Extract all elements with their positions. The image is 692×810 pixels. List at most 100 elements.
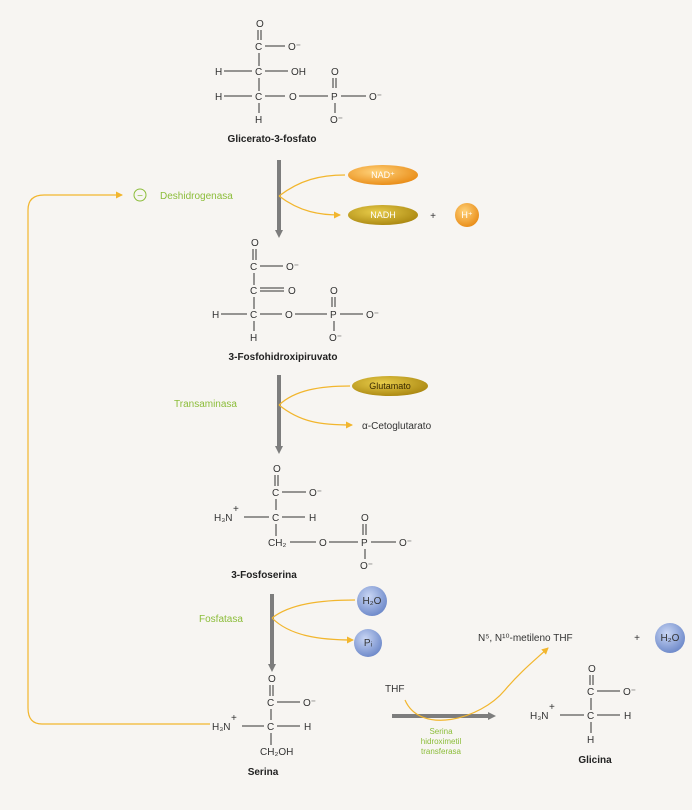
- cetoglutarato-label: α-Cetoglutarato: [362, 421, 432, 432]
- atom-o: O: [268, 674, 276, 685]
- molecule-glicerato-3-fosfato: O C O⁻ H C OH H C O O P O⁻ O⁻ H Glicerat…: [215, 19, 382, 145]
- nadh-label: NADH: [370, 210, 396, 220]
- atom-o: O: [273, 464, 281, 475]
- atom-h: H: [304, 722, 311, 733]
- atom-p: P: [331, 92, 338, 103]
- atom-c: C: [250, 310, 257, 321]
- molecule-name-fosfoserina: 3-Fosfoserina: [231, 570, 297, 581]
- atom-c: C: [250, 262, 257, 273]
- h-ion-badge: [455, 203, 479, 227]
- glutamato-badge: [352, 376, 428, 396]
- enzyme-serina-line3: transferasa: [421, 747, 462, 756]
- atom-o: O: [361, 513, 369, 524]
- atom-o-minus: O⁻: [329, 333, 342, 344]
- atom-ch2oh: CH₂OH: [260, 747, 293, 758]
- pi-out-curve: [271, 617, 354, 644]
- h-ion-label: H⁺: [461, 210, 472, 220]
- atom-h: H: [624, 711, 631, 722]
- nad-in-curve: [278, 174, 346, 197]
- inhibition-sign: −: [137, 191, 143, 202]
- inhibition-icon: [133, 188, 147, 202]
- atom-c: C: [587, 687, 594, 698]
- step-deshidrogenasa: − Deshidrogenasa NAD⁺ NADH + H⁺: [133, 165, 479, 227]
- nad-label: NAD⁺: [371, 170, 395, 180]
- molecule-name-glicina: Glicina: [578, 755, 612, 766]
- plus-sign: +: [430, 211, 436, 222]
- water-label: H₂O: [363, 596, 382, 607]
- atom-h: H: [255, 115, 262, 126]
- nadh-badge: [348, 205, 418, 225]
- atom-plus: +: [233, 504, 239, 515]
- molecule-glicina: O C O⁻ H₃N + C H H Glicina: [530, 664, 636, 766]
- atom-p: P: [330, 310, 337, 321]
- enzyme-serina-line1: Serina: [429, 727, 453, 736]
- atom-c: C: [250, 286, 257, 297]
- atom-o: O: [330, 286, 338, 297]
- atom-c: C: [272, 513, 279, 524]
- molecule-name-serina: Serina: [248, 767, 279, 778]
- atom-ch2: CH₂: [268, 538, 286, 549]
- atom-h: H: [309, 513, 316, 524]
- metileno-thf-label: N⁵, N¹⁰-metileno THF: [478, 633, 573, 644]
- atom-c: C: [267, 722, 274, 733]
- enzyme-transaminasa: Transaminasa: [174, 399, 237, 410]
- atom-o-minus: O⁻: [303, 698, 316, 709]
- atom-c: C: [255, 92, 262, 103]
- atom-o: O: [588, 664, 596, 675]
- atom-h3n: H₃N: [214, 513, 233, 524]
- pi-badge: [354, 629, 382, 657]
- atom-o: O: [288, 286, 296, 297]
- atom-h3n: H₃N: [530, 711, 549, 722]
- atom-c: C: [272, 488, 279, 499]
- thf-curve: [404, 647, 549, 721]
- atom-oh: OH: [291, 67, 306, 78]
- atom-h: H: [215, 67, 222, 78]
- atom-c: C: [267, 698, 274, 709]
- atom-o: O: [331, 67, 339, 78]
- thf-label: THF: [385, 684, 404, 695]
- atom-o: O: [256, 19, 264, 30]
- water-label-2: H₂O: [661, 633, 680, 644]
- atom-o-minus: O⁻: [399, 538, 412, 549]
- atom-o-minus: O⁻: [288, 42, 301, 53]
- step-transaminasa: Transaminasa Glutamato α-Cetoglutarato: [174, 376, 432, 432]
- atom-h: H: [250, 333, 257, 344]
- molecule-name-glicerato: Glicerato-3-fosfato: [228, 134, 317, 145]
- atom-h: H: [215, 92, 222, 103]
- atom-c: C: [255, 67, 262, 78]
- atom-c: C: [587, 711, 594, 722]
- molecule-name-fosfohidroxipiruvato: 3-Fosfohidroxipiruvato: [229, 352, 338, 363]
- atom-p: P: [361, 538, 368, 549]
- cetoglutarato-out-curve: [278, 404, 353, 429]
- atom-o: O: [285, 310, 293, 321]
- molecule-3-fosfoserina: O C O⁻ H₃N + C H CH₂ O O P O⁻ O⁻ 3-Fosfo…: [214, 464, 412, 581]
- atom-o-minus: O⁻: [309, 488, 322, 499]
- feedback-inhibition-line: [27, 191, 210, 725]
- step-fosfatasa: Fosfatasa H₂O Pᵢ: [199, 586, 387, 657]
- nad-badge: [348, 165, 418, 185]
- atom-o-minus: O⁻: [330, 115, 343, 126]
- atom-h: H: [212, 310, 219, 321]
- molecule-3-fosfohidroxipiruvato: O C O⁻ C O H C O O P O⁻ O⁻ H 3-Fosfohidr…: [212, 238, 379, 363]
- atom-o-minus: O⁻: [286, 262, 299, 273]
- molecule-serina: O C O⁻ H₃N + C H CH₂OH Serina: [212, 674, 316, 778]
- water-badge: [357, 586, 387, 616]
- atom-o-minus: O⁻: [360, 561, 373, 572]
- water-in-curve: [271, 599, 356, 619]
- enzyme-serina-line2: hidroximetil: [421, 737, 462, 746]
- atom-plus: +: [549, 702, 555, 713]
- atom-plus: +: [231, 713, 237, 724]
- atom-o-minus: O⁻: [623, 687, 636, 698]
- atom-o-minus: O⁻: [369, 92, 382, 103]
- glutamato-in-curve: [278, 385, 351, 406]
- enzyme-fosfatasa: Fosfatasa: [199, 614, 243, 625]
- atom-o: O: [289, 92, 297, 103]
- atom-h: H: [587, 735, 594, 746]
- pi-label: Pᵢ: [364, 638, 373, 649]
- water-badge-2: [655, 623, 685, 653]
- atom-o: O: [319, 538, 327, 549]
- glutamato-label: Glutamato: [369, 381, 411, 391]
- atom-h3n: H₃N: [212, 722, 231, 733]
